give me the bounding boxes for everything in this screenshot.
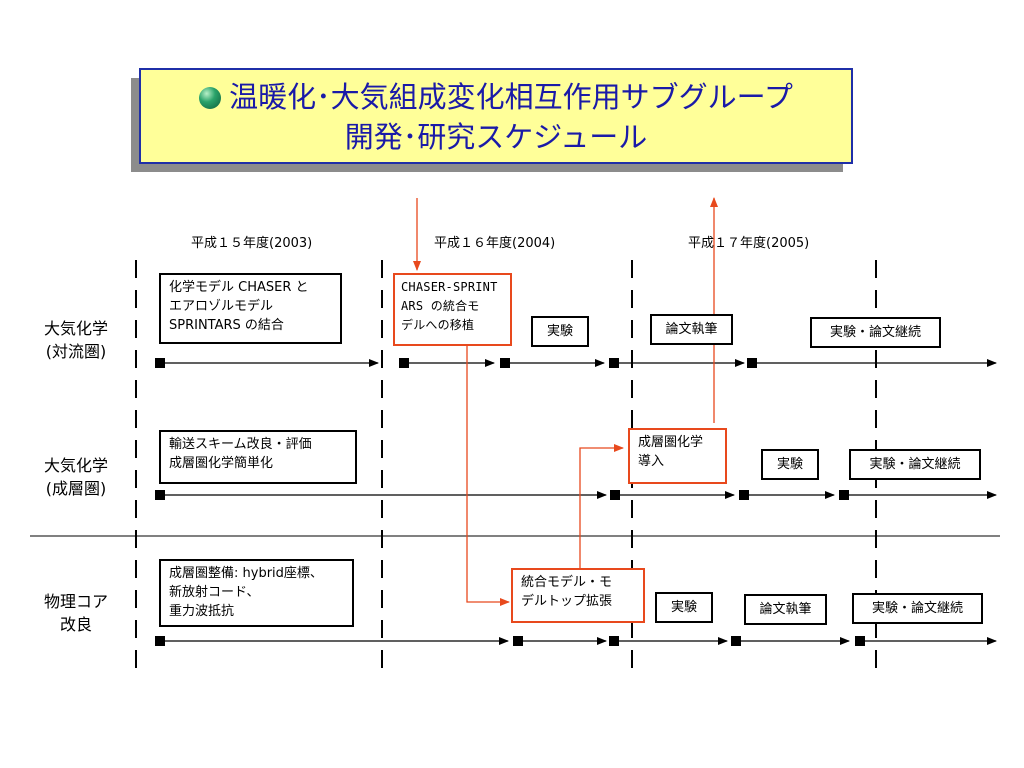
task-line: 統合モデル・モ [521,575,613,590]
task-line: 新放射コード、 [169,585,260,600]
milestone-marker [155,490,165,500]
task-line: 輸送スキーム改良・評価 [169,437,312,452]
row-label-line: 物理コア [43,592,108,611]
row-label-line: (対流圏) [45,342,107,361]
task-line: SPRINTARS の結合 [169,318,284,333]
row-label-line: 大気化学 [43,319,108,338]
milestone-marker [399,358,409,368]
row-label-line: 大気化学 [43,456,108,475]
title-text-2: 開発･研究スケジュール [344,120,648,154]
task-r3-experiment: 実験 [655,592,713,623]
task-integrated-model-migration: CHASER-SPRINT ARS の統合モ デルへの移植 [393,273,512,346]
milestone-marker [609,358,619,368]
task-transport-scheme: 輸送スキーム改良・評価 成層圏化学簡単化 [159,430,357,484]
milestone-marker [747,358,757,368]
title-text-1: 温暖化･大気組成変化相互作用サブグループ [229,80,793,114]
task-line: 成層圏整備: hybrid座標、 [169,566,323,581]
milestone-marker [155,358,165,368]
globe-icon [199,87,222,109]
task-chaser-sprintars-coupling: 化学モデル CHASER と エアロゾルモデル SPRINTARS の結合 [159,273,342,344]
task-r2-experiment: 実験 [761,449,819,480]
task-strat-improvement: 成層圏整備: hybrid座標、 新放射コード、 重力波抵抗 [159,559,354,627]
row-label-troposphere: 大気化学 (対流圏) [36,317,116,363]
milestone-marker [513,636,523,646]
task-line: CHASER-SPRINT [401,280,498,294]
task-r3-paper-writing: 論文執筆 [744,594,827,625]
milestone-marker [609,636,619,646]
task-line: デルトップ拡張 [521,594,613,609]
milestone-marker [731,636,741,646]
milestone-marker [839,490,849,500]
year-2003: 平成１５年度(2003) [191,236,313,251]
row-label-line: 改良 [59,615,92,634]
task-integrated-model-top-extension: 統合モデル・モ デルトップ拡張 [511,568,645,623]
row-label-physics-core: 物理コア 改良 [36,590,116,636]
title-box: 温暖化･大気組成変化相互作用サブグループ 開発･研究スケジュール [139,68,853,164]
task-line: ARS の統合モ [401,299,480,313]
task-line: 導入 [638,454,665,469]
title-line-1: 温暖化･大気組成変化相互作用サブグループ [141,80,851,114]
task-r2-continue: 実験・論文継続 [849,449,981,480]
milestone-marker [155,636,165,646]
task-r1-continue: 実験・論文継続 [810,317,941,348]
milestone-marker [855,636,865,646]
task-line: エアロゾルモデル [169,299,274,314]
row-label-line: (成層圏) [45,479,107,498]
task-r1-experiment: 実験 [531,316,589,347]
year-2004: 平成１６年度(2004) [434,236,556,251]
task-r1-paper-writing: 論文執筆 [650,314,733,345]
task-line: 成層圏化学 [638,435,704,450]
task-line: 化学モデル CHASER と [169,280,309,295]
year-2005: 平成１７年度(2005) [688,236,810,251]
task-line: 重力波抵抗 [169,604,235,619]
task-r3-continue: 実験・論文継続 [852,593,983,624]
migration-to-integrated-arrow [466,345,510,606]
task-line: 成層圏化学簡単化 [169,456,274,471]
milestone-marker [739,490,749,500]
row-label-stratosphere: 大気化学 (成層圏) [36,454,116,500]
dependency-arrows [413,197,718,606]
milestone-marker [500,358,510,368]
milestone-marker [610,490,620,500]
integrated-to-strat-arrow [579,444,624,568]
task-line: デルへの移植 [401,318,475,332]
task-strat-chemistry-intro: 成層圏化学 導入 [628,428,727,484]
